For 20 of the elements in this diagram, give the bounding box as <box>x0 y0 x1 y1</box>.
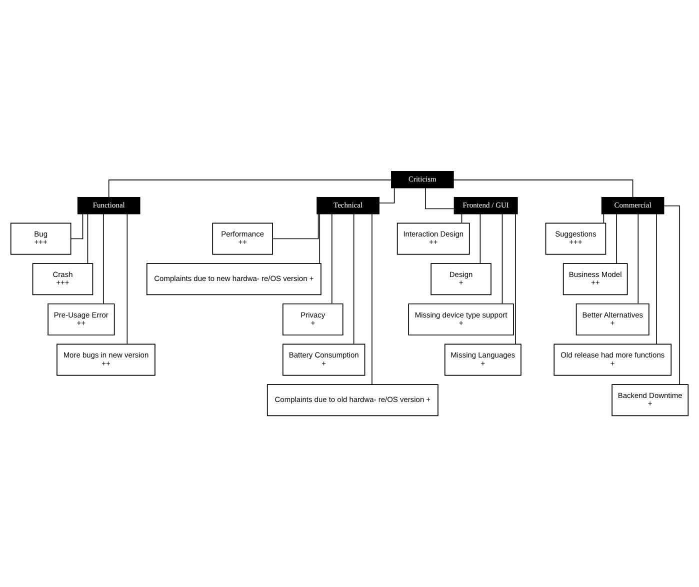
connector <box>108 180 392 198</box>
connector <box>87 214 88 264</box>
connector <box>272 214 319 240</box>
connector <box>603 214 604 224</box>
connector <box>616 214 617 264</box>
connector <box>425 188 454 210</box>
connector <box>638 214 639 304</box>
connector <box>453 180 634 198</box>
connector <box>461 214 462 224</box>
connector <box>480 214 481 264</box>
connector <box>379 188 395 204</box>
connector <box>664 205 680 385</box>
connector <box>502 214 503 304</box>
connector <box>70 214 84 240</box>
connector <box>126 214 128 344</box>
connector <box>319 214 320 264</box>
connector <box>656 214 657 344</box>
connector <box>515 214 516 344</box>
connector <box>103 214 104 304</box>
connector <box>353 214 354 344</box>
